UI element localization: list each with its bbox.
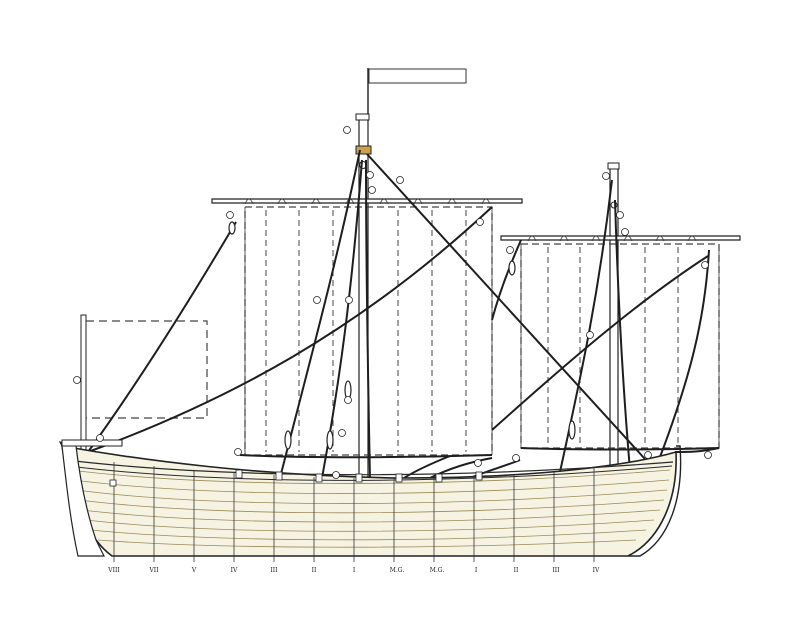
frame-label: II (312, 567, 317, 574)
frame-label: I (475, 567, 478, 574)
rigging-blocks (228, 221, 576, 450)
frame-label: VII (148, 567, 159, 574)
pennant-flag (367, 68, 467, 118)
hull (58, 439, 682, 557)
fore-sail (520, 243, 720, 449)
callout-markers (73, 126, 712, 479)
frame-ticks (113, 552, 595, 562)
frame-label: IV (231, 567, 238, 574)
frame-label: M.G. (430, 567, 445, 574)
frame-label: V (191, 567, 197, 574)
frame-label: III (552, 567, 560, 574)
fore-yard (500, 235, 741, 242)
frame-label: II (514, 567, 519, 574)
frame-label: III (270, 567, 278, 574)
frame-label: I (353, 567, 356, 574)
frame-label: M.G. (390, 567, 405, 574)
frame-labels: VIII VII V IV III II I M.G. M.G. I II II… (107, 567, 600, 574)
frame-label: VIII (107, 567, 120, 574)
deck-fittings (109, 469, 483, 487)
frame-label: IV (593, 567, 600, 574)
